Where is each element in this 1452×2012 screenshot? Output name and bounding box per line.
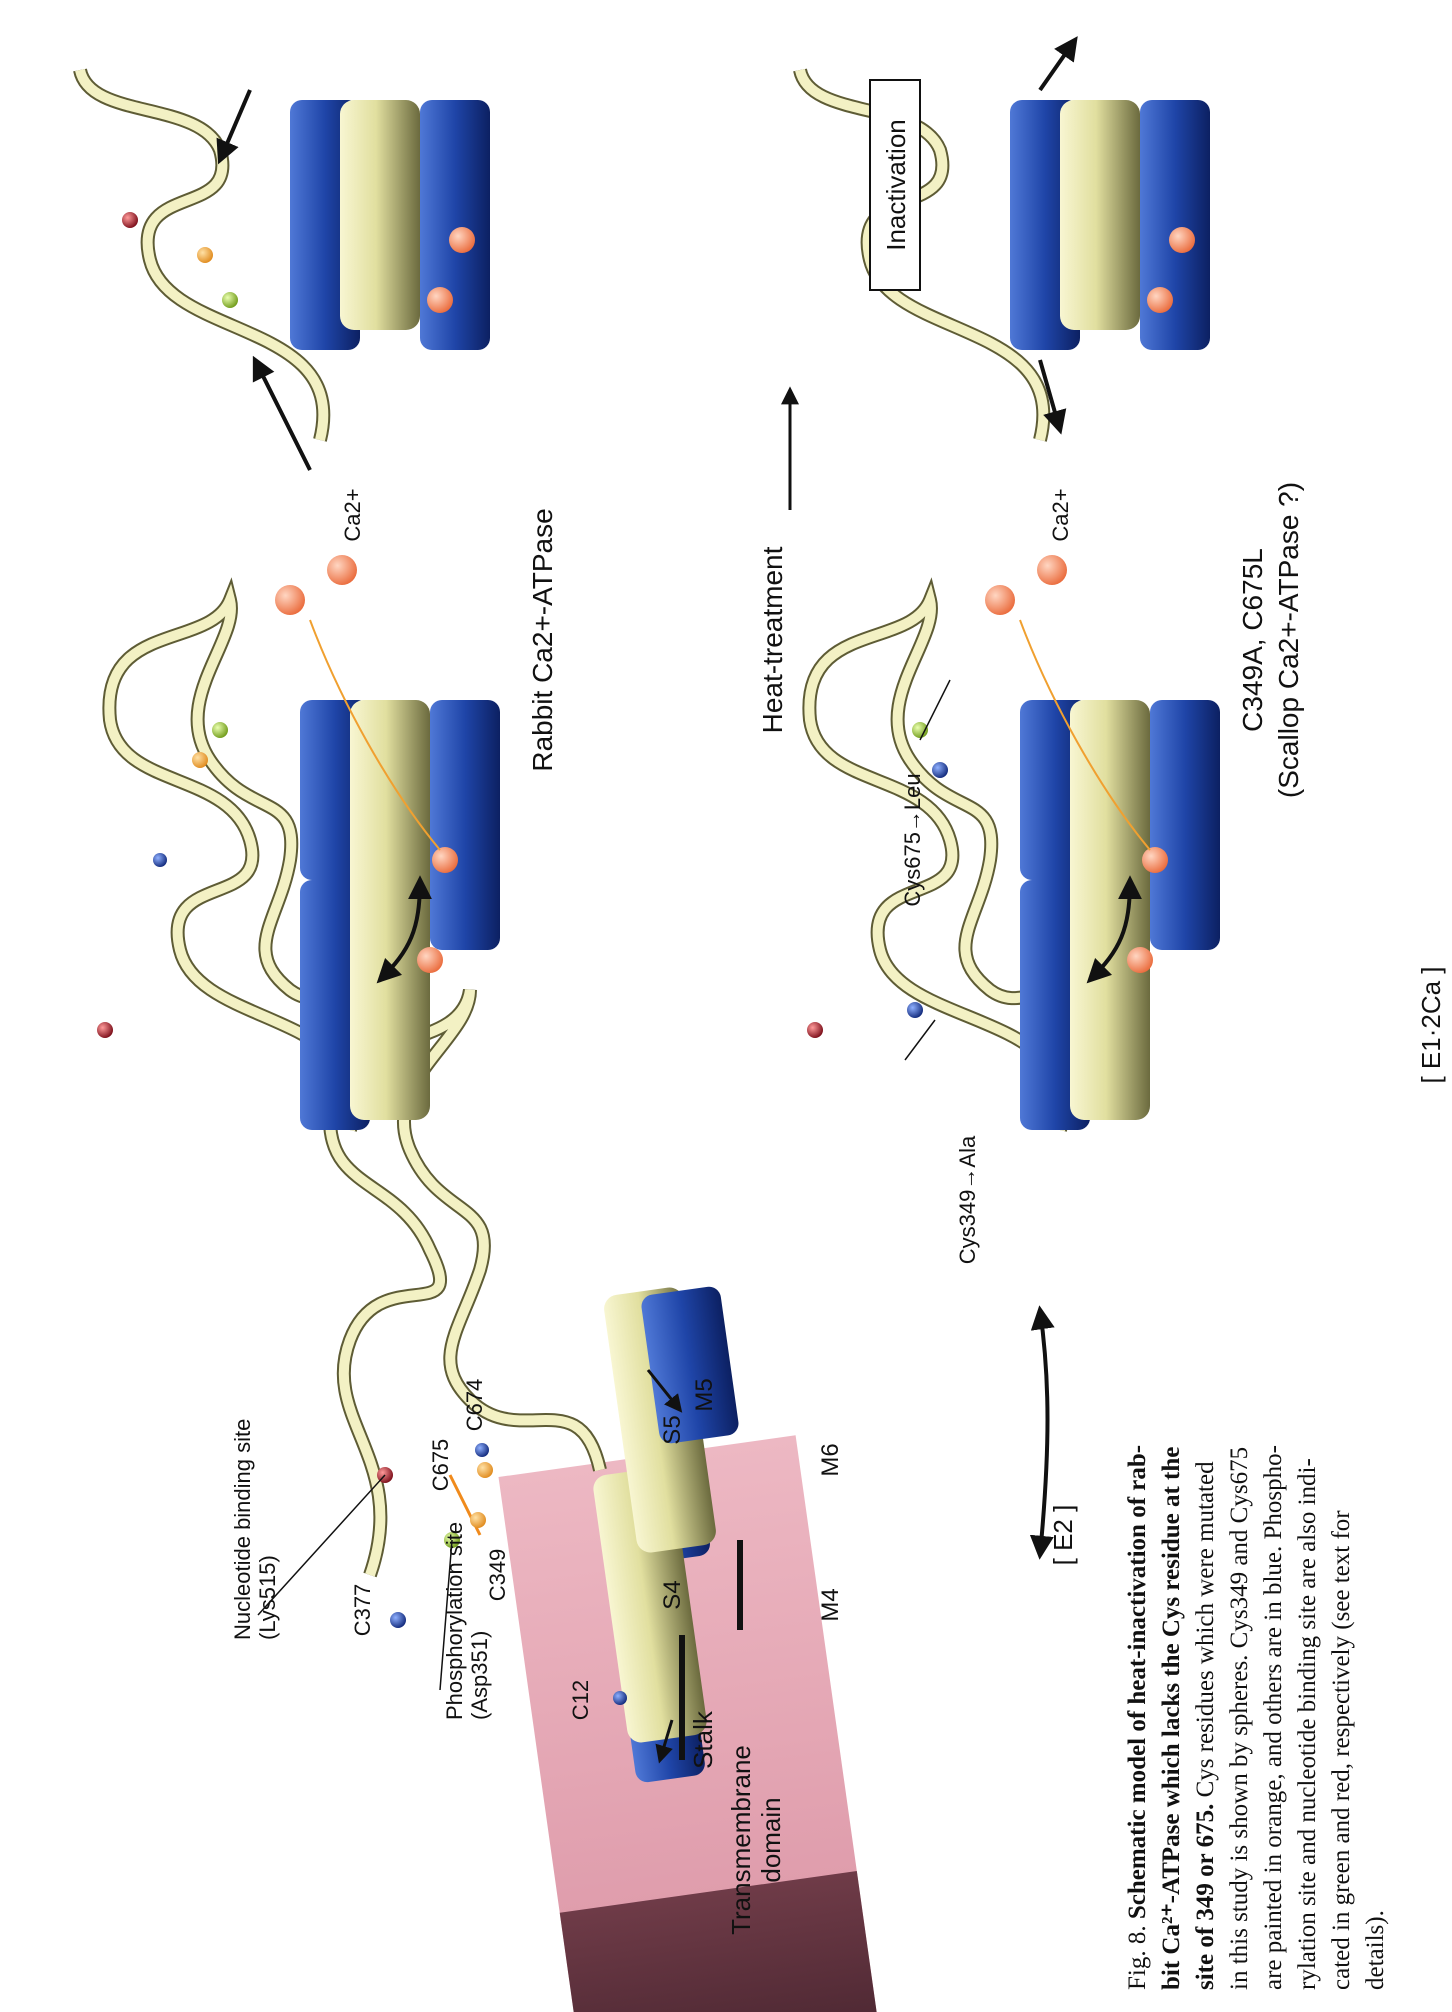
figure-caption: Fig. 8. Schematic model of heat-inactiva…: [1124, 1445, 1389, 1990]
caption-segment: rylation site and nucleotide binding sit…: [1294, 1458, 1321, 1990]
label-state-e1: [ E1·2Ca ]: [1416, 966, 1446, 1083]
caption-segment: site of 349 or 675.: [1192, 1804, 1219, 1990]
cylinder-blue-e1c: [430, 700, 500, 950]
caption-segment: Cys residues which were mutated: [1192, 1461, 1219, 1804]
e1-ca-bound-2: [417, 947, 443, 973]
caption-line: bit Ca²⁺-ATPase which lacks the Cys resi…: [1158, 1447, 1185, 1990]
mut-ca-free-2: [1037, 555, 1067, 585]
e1-c349-sphere: [192, 752, 208, 768]
label-c377: C377: [350, 1584, 375, 1637]
e1-phospho-sphere: [212, 722, 228, 738]
c675-sphere: [477, 1462, 493, 1478]
e1-ca-free-2: [327, 555, 357, 585]
label-m6: M6: [817, 1443, 844, 1476]
rabbit-helix-1: [340, 100, 420, 330]
caption-line: rylation site and nucleotide binding sit…: [1294, 1458, 1321, 1990]
mut-nucleotide-sphere: [807, 1022, 823, 1038]
label-stalk: Stalk: [688, 1710, 718, 1769]
caption-line: Fig. 8. Schematic model of heat-inactiva…: [1124, 1445, 1151, 1990]
panel-e1-2ca: [97, 555, 1220, 1130]
panel-e2: [258, 990, 1048, 2012]
caption-segment: details).: [1362, 1910, 1389, 1990]
label-nucleotide-residue: (Lys515): [255, 1555, 280, 1640]
cylinder-blue-e1f: [1150, 700, 1220, 950]
label-cys349-ala: Cys349→Ala: [955, 1135, 980, 1264]
c674-sphere: [475, 1443, 489, 1457]
label-s5: S5: [659, 1415, 686, 1444]
label-nucleotide-site: Nucleotide binding site: [230, 1419, 255, 1640]
label-inactivation: Inactivation: [881, 119, 911, 251]
label-ca-bottom: Ca2+: [1048, 488, 1073, 541]
label-cys675-leu: Cys675→Leu: [900, 773, 925, 906]
label-heat: Heat-treatment: [757, 546, 788, 733]
e1-ca-free-1: [275, 585, 305, 615]
rabbit-phospho-sphere: [222, 292, 238, 308]
caption-segment: Fig. 8.: [1124, 1919, 1151, 1990]
rabbit-nucleotide-sphere: [122, 212, 138, 228]
mut-ca-bound-2: [1127, 947, 1153, 973]
label-s4: S4: [659, 1580, 686, 1609]
caption-segment: are painted in orange, and others are in…: [1260, 1445, 1287, 1990]
label-c675: C675: [428, 1439, 453, 1492]
caption-segment: in this study is shown by spheres. Cys34…: [1226, 1447, 1253, 1990]
helix-e1b: [350, 700, 430, 900]
caption-segment: Schematic model of heat-inactivation of …: [1124, 1445, 1151, 1919]
inact-helix-1: [1060, 100, 1140, 330]
c349-sphere: [470, 1512, 486, 1528]
helix-e1d: [1070, 700, 1150, 900]
label-transmembrane-1: Transmembrane: [726, 1745, 756, 1935]
mut-ca-bound-1: [1142, 847, 1168, 873]
caption-line: are painted in orange, and others are in…: [1260, 1445, 1287, 1990]
c12-sphere: [613, 1691, 627, 1705]
label-ca-top: Ca2+: [340, 488, 365, 541]
label-c349: C349: [485, 1549, 510, 1602]
caption-line: details).: [1362, 1910, 1389, 1990]
panel-right: [80, 40, 1210, 510]
caption-line: cated in green and red, respectively (se…: [1328, 1510, 1355, 1990]
c377-sphere: [390, 1612, 406, 1628]
label-mutant-2: (Scallop Ca2+-ATPase ?): [1273, 482, 1304, 798]
caption-line: in this study is shown by spheres. Cys34…: [1226, 1447, 1253, 1990]
e1-blue-sphere: [153, 853, 167, 867]
mut-c349-sphere: [932, 762, 948, 778]
label-c12: C12: [568, 1680, 593, 1720]
e1-ca-bound-1: [432, 847, 458, 873]
rabbit-cyl-2: [420, 100, 490, 350]
caption-line: site of 349 or 675. Cys residues which w…: [1192, 1461, 1219, 1990]
label-m5: M5: [691, 1378, 718, 1411]
label-m4: M4: [817, 1588, 844, 1621]
inact-cyl-2: [1140, 100, 1210, 350]
ribbon-loop-inactivated: [800, 70, 1043, 440]
label-transmembrane-2: domain: [756, 1797, 786, 1882]
rabbit-ca-1: [449, 227, 475, 253]
label-phosphorylation-site: Phosphorylation site: [442, 1522, 467, 1720]
label-rabbit: Rabbit Ca2+-ATPase: [527, 508, 558, 771]
rabbit-c675-sphere: [197, 247, 213, 263]
caption-segment: cated in green and red, respectively (se…: [1328, 1510, 1355, 1990]
label-phosphorylation-residue: (Asp351): [467, 1631, 492, 1720]
label-c674: C674: [462, 1379, 487, 1432]
e1-nucleotide-sphere: [97, 1022, 113, 1038]
label-mutant-1: C349A, C675L: [1237, 548, 1268, 732]
label-state-e2: [ E2 ]: [1048, 1505, 1078, 1566]
mut-c675-sphere: [907, 1002, 923, 1018]
inact-ca-2: [1147, 287, 1173, 313]
caption-segment: bit Ca²⁺-ATPase which lacks the Cys resi…: [1158, 1447, 1185, 1990]
rabbit-ca-2: [427, 287, 453, 313]
mut-ca-free-1: [985, 585, 1015, 615]
inact-ca-1: [1169, 227, 1195, 253]
